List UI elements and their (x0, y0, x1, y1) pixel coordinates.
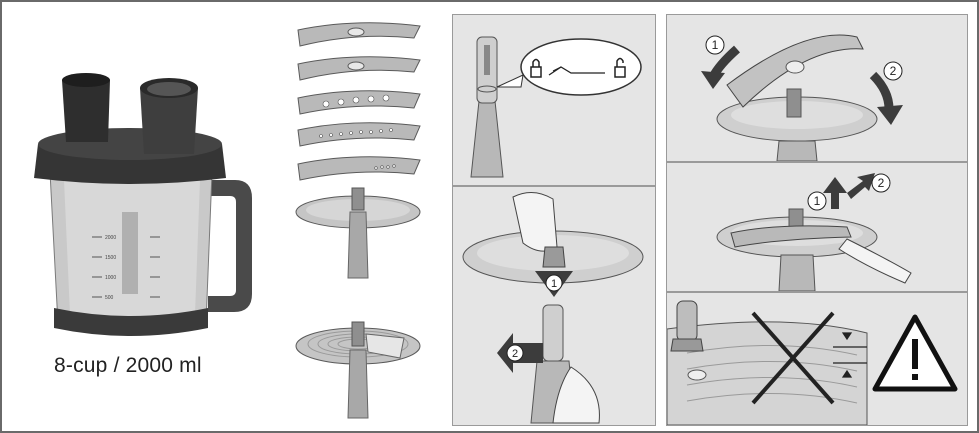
scale-label-500: 500 (105, 295, 114, 301)
food-processor-jug: 2000 1500 1000 500 (30, 62, 270, 342)
panel-remove-insert: 1 2 (666, 14, 968, 162)
grating-insert (298, 157, 420, 180)
panel-warning-gap (666, 292, 968, 426)
step-marker-1-lift: 1 (814, 194, 821, 208)
scale-label-2000: 2000 (105, 235, 116, 241)
step-marker-2: 2 (512, 348, 518, 360)
shredding-insert-coarse (298, 91, 420, 114)
panel-lift-insert: 1 2 (666, 162, 968, 292)
shredding-insert-fine (298, 123, 420, 146)
blade-inserts-column (286, 16, 436, 426)
scale-label-1000: 1000 (105, 275, 116, 281)
warning-triangle-icon (875, 317, 955, 389)
step-marker-2-lift: 2 (878, 176, 885, 190)
step-marker-2-remove: 2 (890, 64, 897, 78)
scale-label-1500: 1500 (105, 255, 116, 261)
capacity-caption: 8-cup / 2000 ml (54, 354, 202, 378)
panel-lock-stem (452, 14, 656, 186)
panel-insert-disk: 1 2 (452, 186, 656, 426)
step-marker-1-remove: 1 (712, 38, 719, 52)
step-marker-1: 1 (551, 278, 557, 290)
